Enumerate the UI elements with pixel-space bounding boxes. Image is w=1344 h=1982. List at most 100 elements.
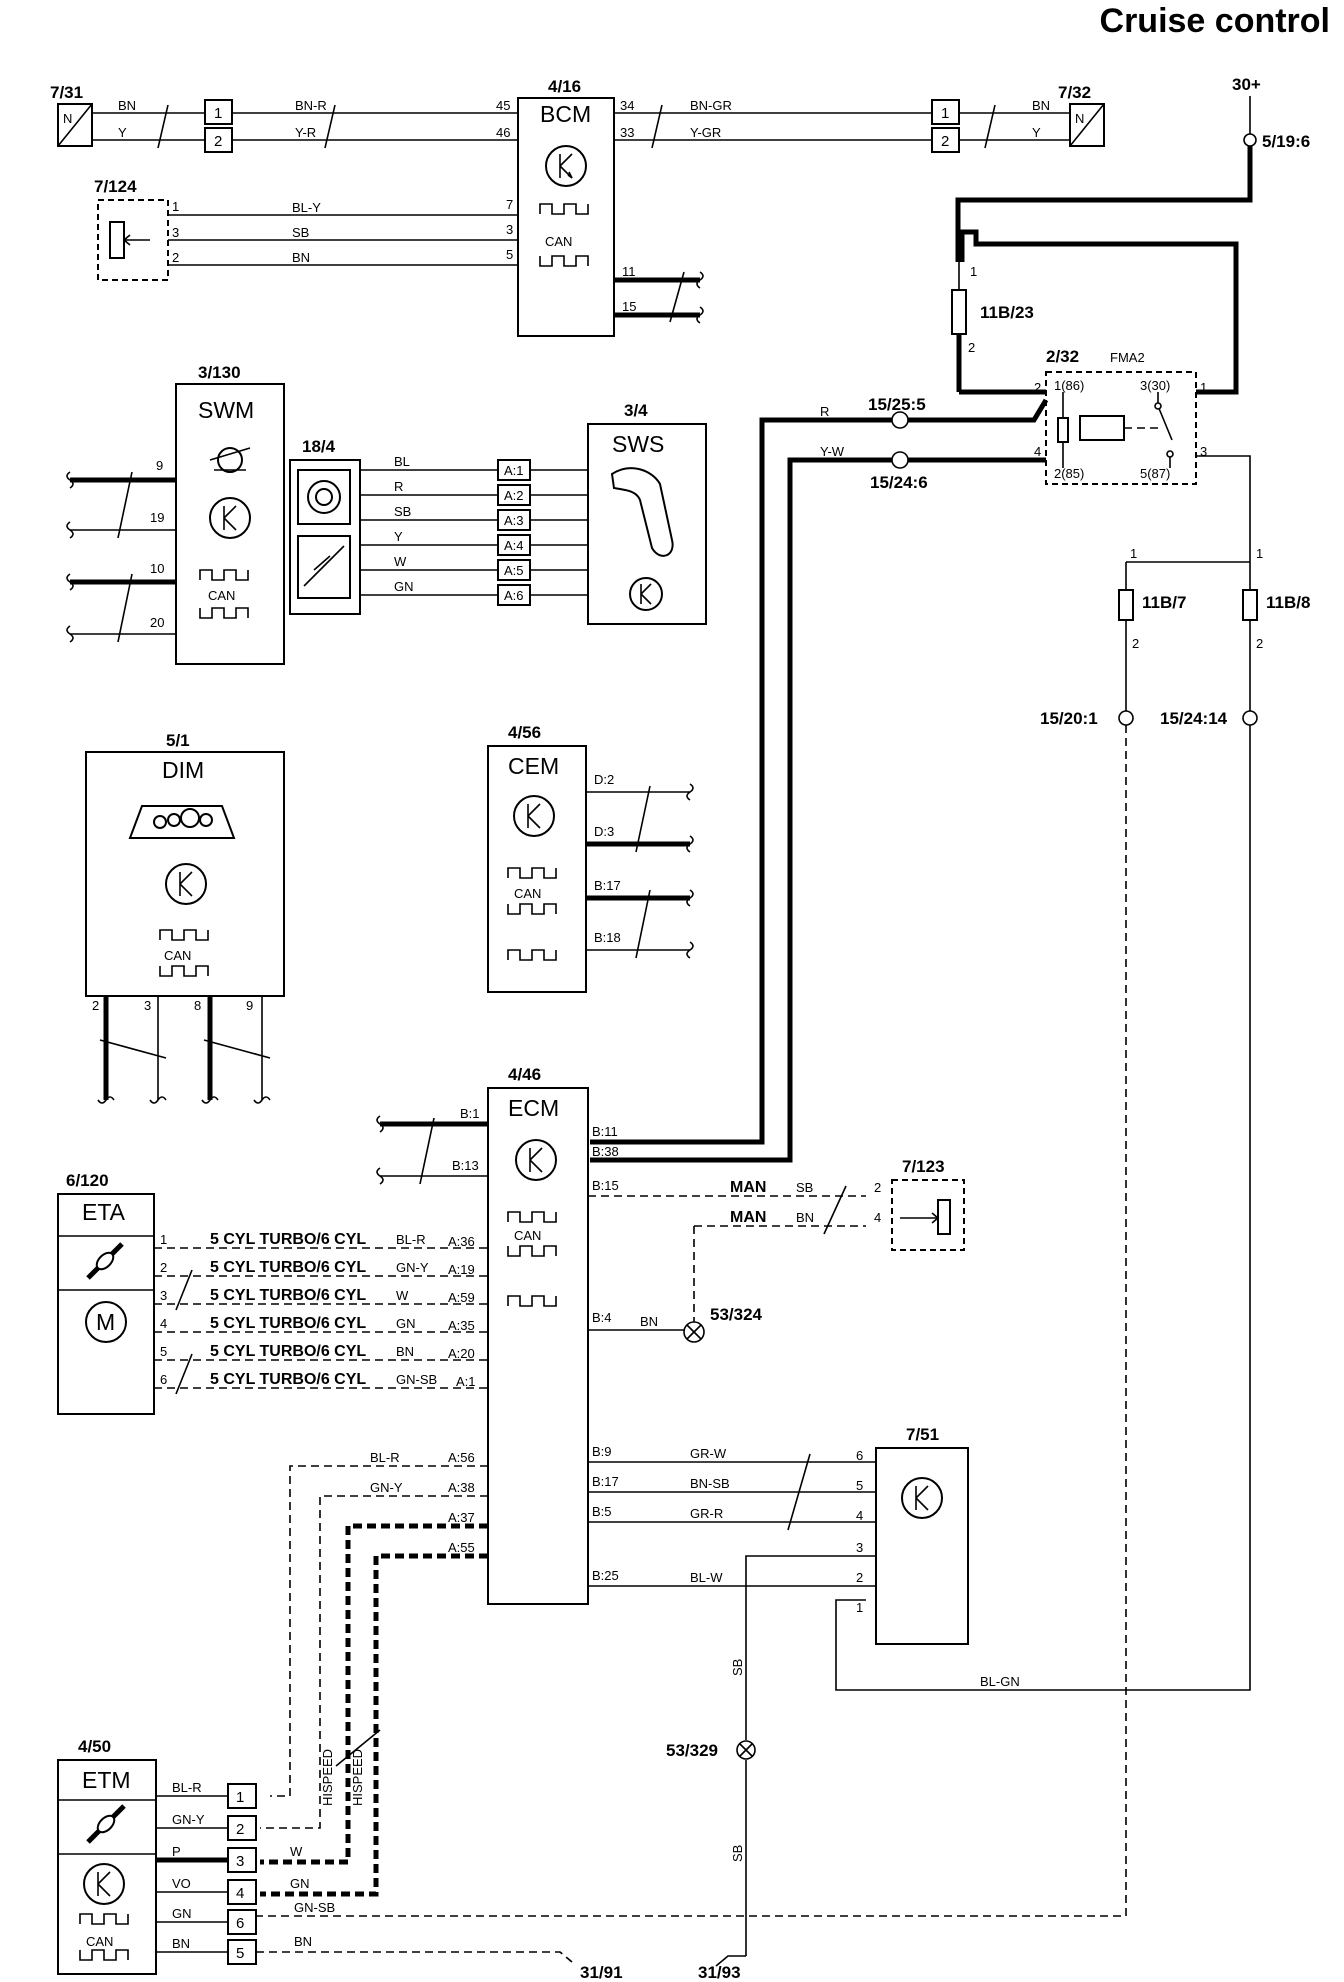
eta-name: ETA [82, 1199, 126, 1225]
label-53-324: 53/324 [710, 1305, 763, 1324]
label-etm-id: 4/50 [78, 1737, 111, 1756]
connector-15-25-5 [891, 411, 909, 429]
pin: 4 [856, 1508, 863, 1523]
wire-label: W [290, 1844, 303, 1859]
pin: 20 [150, 615, 164, 630]
wire-label: GR-W [690, 1446, 727, 1461]
label-7-31: 7/31 [50, 83, 83, 102]
pin: 2 [1256, 636, 1263, 651]
pin: B:25 [592, 1568, 619, 1583]
wire-label: GN-Y [172, 1812, 205, 1827]
pin: A:37 [448, 1510, 475, 1525]
hispeed-label: HISPEED [350, 1749, 365, 1806]
wire-label: BN [796, 1210, 814, 1225]
pin: 2(85) [1054, 466, 1084, 481]
label-15-25-5: 15/25:5 [868, 395, 926, 414]
dim-module: 5/1 DIM CAN 2 3 8 9 [85, 731, 285, 1013]
pin: 11 [622, 264, 636, 279]
transistor-icon [83, 1863, 125, 1905]
pin: 10 [150, 561, 164, 576]
harness-a: A:1 A:2 A:3 A:4 A:5 A:6 [497, 459, 531, 606]
pin: 4 [1034, 444, 1041, 459]
label-15-20-1: 15/20:1 [1040, 709, 1098, 728]
connector-15-20-1 [1118, 710, 1134, 726]
dim-name: DIM [162, 757, 204, 783]
pin: A:36 [448, 1234, 475, 1249]
label-11b-23: 11B/23 [980, 303, 1034, 322]
pin: 1 [970, 264, 977, 279]
wire-label: BN-SB [690, 1476, 730, 1491]
label-53-329: 53/329 [666, 1741, 718, 1760]
connector-15-24-14 [1242, 710, 1258, 726]
variant-label: 5 CYL TURBO/6 CYL [210, 1371, 366, 1388]
label-18-4: 18/4 [302, 437, 336, 456]
wire-label: BL-R [370, 1450, 400, 1465]
variant-label: 5 CYL TURBO/6 CYL [210, 1231, 366, 1248]
connector-15-24-6 [891, 451, 909, 469]
conn-pin: 1 [236, 1789, 244, 1806]
label-7-32: 7/32 [1058, 83, 1091, 102]
pin: 9 [156, 458, 163, 473]
wire-label: GN [396, 1316, 416, 1331]
pin: A:59 [448, 1290, 475, 1305]
pin: 2 [1034, 380, 1041, 395]
conn-pin: 1 [214, 105, 222, 122]
pin: 1(86) [1054, 378, 1084, 393]
wire-label: SB [796, 1180, 813, 1195]
pin: 3(30) [1140, 378, 1170, 393]
wire-label: Y-W [820, 444, 845, 459]
conn-pin: 2 [236, 1821, 244, 1838]
transistor-icon [629, 577, 663, 611]
conn-pin: A:1 [504, 463, 524, 478]
pin: A:38 [448, 1480, 475, 1495]
pin: 2 [172, 250, 179, 265]
pin: 33 [620, 125, 634, 140]
transistor-icon [513, 795, 555, 837]
resistor-icon [109, 221, 125, 259]
pin: 2 [856, 1570, 863, 1585]
pin-n-left: N [63, 111, 72, 126]
man-label: MAN [730, 1209, 766, 1226]
wire-label: GR-R [690, 1506, 723, 1521]
pin: A:56 [448, 1450, 475, 1465]
label-sws-id: 3/4 [624, 401, 648, 420]
pin: B:17 [592, 1474, 619, 1489]
man-label: MAN [730, 1179, 766, 1196]
pin: 3 [856, 1540, 863, 1555]
wire-label: BN [172, 1936, 190, 1951]
pin: D:2 [594, 772, 614, 787]
pin: 2 [874, 1180, 881, 1195]
ecm-name: ECM [508, 1095, 559, 1121]
fuse-11b-8 [1242, 589, 1258, 621]
relay-coil-icon [1079, 415, 1125, 441]
battery-30-plus: 30+ [1232, 75, 1261, 94]
wire-label: Y [1032, 125, 1041, 140]
sws-name: SWS [612, 431, 664, 457]
pin: 1 [160, 1232, 167, 1247]
conn-pin: A:5 [504, 563, 524, 578]
label-31-93: 31/93 [698, 1963, 741, 1982]
conn-pin: A:4 [504, 538, 524, 553]
pin: 4 [874, 1210, 881, 1225]
wire-label: BN [396, 1344, 414, 1359]
wire-label: SB [394, 504, 411, 519]
sws-switch: 3/4 SWS [587, 401, 707, 625]
relay-fma2: 2/32 FMA2 1(86) 3(30) 2(85) 5(87) 2 4 1 … [1034, 347, 1207, 485]
wire-label: BN [118, 98, 136, 113]
conn-pin: 6 [236, 1915, 244, 1932]
pin: 19 [150, 510, 164, 525]
pin: 4 [160, 1316, 167, 1331]
label-11b-7: 11B/7 [1142, 593, 1186, 612]
wire-label: GN [394, 579, 414, 594]
wire-label: BN-GR [690, 98, 732, 113]
can-label: CAN [545, 234, 572, 249]
pin: 2 [968, 340, 975, 355]
motor-icon [85, 1301, 127, 1343]
pin: 7 [506, 197, 513, 212]
sensor-7-31: 7/31 N [50, 83, 93, 147]
label-eta-id: 6/120 [66, 1171, 109, 1190]
pin: A:1 [456, 1374, 476, 1389]
wire-label: SB [730, 1659, 745, 1676]
conn-pin: A:2 [504, 488, 524, 503]
pin: A:55 [448, 1540, 475, 1555]
